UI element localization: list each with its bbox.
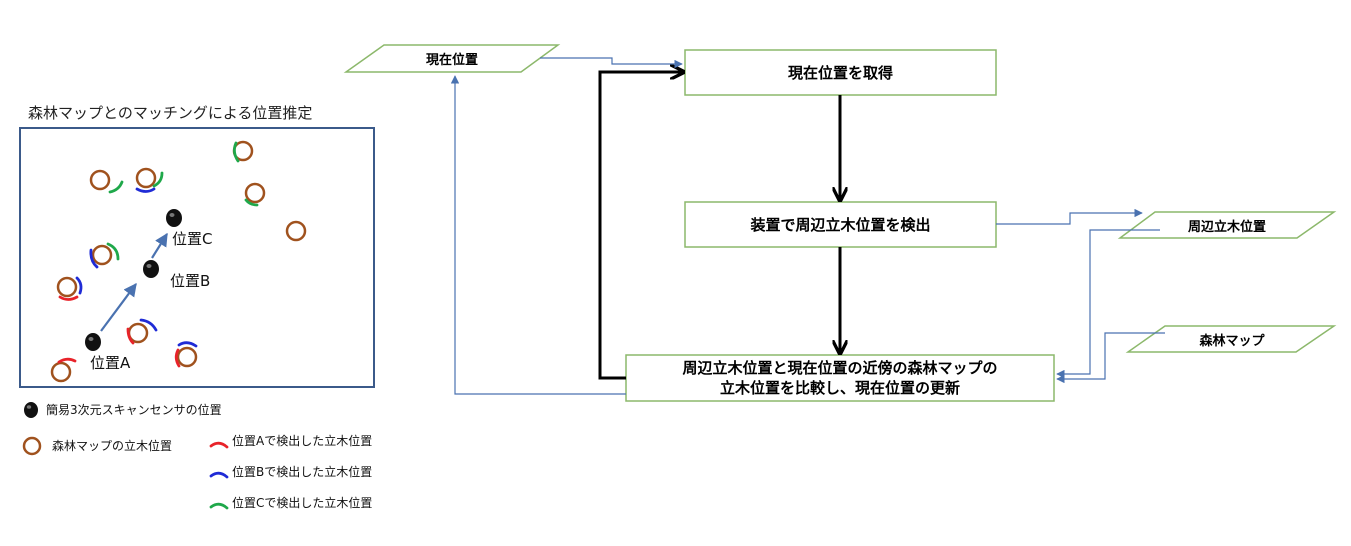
arc-detected-a: [126, 327, 135, 345]
sensor-dot-a: [85, 333, 101, 351]
tree-ring: [50, 361, 72, 383]
tree-ring: [89, 169, 111, 191]
position-b-label: 位置B: [170, 272, 211, 290]
arc-detected-c: [106, 242, 120, 261]
box-get-position-label: 現在位置を取得: [787, 63, 893, 82]
legend-arc-b-symbol: [209, 471, 229, 479]
arc-detected-b: [139, 318, 158, 332]
tree-ring: [91, 244, 113, 266]
legend-detected-c-label: 位置Cで検出した立木位置: [232, 496, 373, 510]
data-forest-map-label: 森林マップ: [1199, 333, 1265, 349]
arrow-detect-to-trees: [996, 208, 1143, 225]
tree-ring: [176, 346, 198, 368]
arc-detected-b: [177, 341, 198, 348]
tree-ring: [135, 167, 157, 189]
position-a-label: 位置A: [90, 354, 131, 372]
arrow-map-to-compare: [1056, 332, 1165, 384]
data-forest-map: [1125, 325, 1337, 353]
path-arrow-a-to-b: [100, 282, 137, 332]
arc-detected-b: [89, 248, 99, 269]
position-c-label: 位置C: [172, 230, 213, 248]
legend-detected-b-label: 位置Bで検出した立木位置: [232, 465, 373, 479]
arc-detected-c: [233, 141, 240, 163]
tree-ring: [56, 276, 78, 298]
legend-tree-label: 森林マップの立木位置: [52, 439, 173, 453]
box-get-position: [684, 49, 997, 96]
arc-detected-c: [244, 198, 259, 207]
data-surrounding-trees-label: 周辺立木位置: [1187, 219, 1266, 235]
data-surrounding-trees: [1117, 211, 1337, 239]
legend-sensor-symbol: [24, 402, 38, 418]
box-compare-line2: 立木位置を比較し、現在位置の更新: [719, 379, 960, 397]
sensor-dot-c: [166, 209, 182, 227]
arc-detected-c: [108, 180, 124, 194]
arc-detected-a: [174, 348, 181, 368]
box-compare-update: [625, 354, 1055, 402]
legend-detected-a-label: 位置Aで検出した立木位置: [232, 434, 373, 448]
arrow-loop-back: [598, 72, 682, 380]
path-arrow-b-to-c: [151, 232, 168, 259]
map-panel-title: 森林マップとのマッチングによる位置推定: [28, 104, 313, 122]
box-detect-trees: [684, 201, 997, 248]
arc-detected-b: [75, 276, 83, 295]
arc-detected-c: [152, 171, 164, 188]
map-frame: [19, 127, 375, 388]
tree-ring: [285, 220, 307, 242]
legend-sensor-label: 簡易3次元スキャンセンサの位置: [46, 403, 222, 417]
box-compare-update-label: 周辺立木位置と現在位置の近傍の森林マップの 立木位置を比較し、現在位置の更新: [626, 355, 1054, 401]
arc-detected-a: [58, 295, 79, 301]
box-detect-trees-label: 装置で周辺立木位置を検出: [750, 215, 931, 234]
legend-arc-a-symbol: [209, 441, 229, 449]
legend-arc-c-symbol: [209, 502, 229, 510]
arrow-compare-to-current: [450, 75, 626, 395]
arc-detected-a: [57, 357, 77, 364]
data-current-position: [343, 44, 561, 73]
box-compare-line1: 周辺立木位置と現在位置の近傍の森林マップの: [682, 359, 998, 377]
sensor-dot-b: [143, 260, 159, 278]
arrow-current-to-get: [540, 57, 683, 69]
arrow-trees-to-compare: [1056, 229, 1160, 379]
tree-ring: [244, 182, 266, 204]
arc-detected-b: [135, 187, 156, 193]
legend-tree-symbol: [22, 436, 42, 456]
data-current-position-label: 現在位置: [425, 53, 478, 68]
